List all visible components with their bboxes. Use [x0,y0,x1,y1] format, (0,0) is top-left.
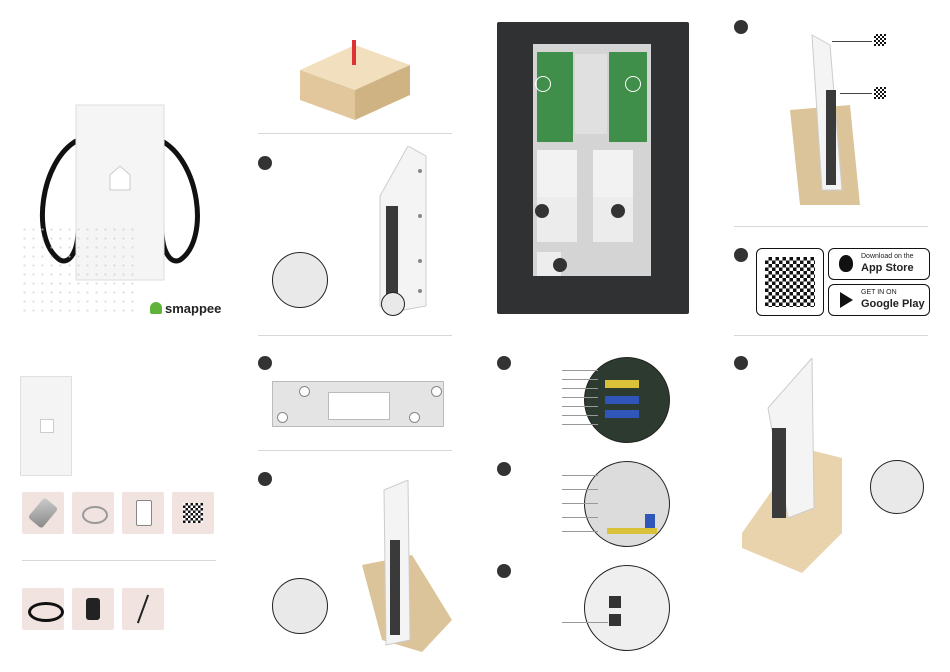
washers-icon [82,506,108,524]
rj45-port [609,596,621,608]
terminal-yellow-2 [607,528,657,534]
plate-hole [431,386,442,397]
qr-code-icon [183,503,203,523]
google-play-icon [840,292,853,308]
qr-code-icon [765,257,815,307]
meter-left [537,150,577,200]
anchor-bolt-thumb [22,492,64,534]
plate-window [328,392,390,420]
charger-on-wood-large-illustration [742,358,842,573]
plate-hole [299,386,310,397]
google-play-small-text: GET IN ON [861,289,897,296]
apple-icon [839,255,853,272]
callout-dot-e [553,258,567,272]
smappee-logo: smappee [150,300,221,316]
qr-label-1 [874,34,886,46]
house-icon [40,419,54,433]
sticker-thumb [122,492,164,534]
pcb-right [609,52,647,142]
charger-qr-view [790,30,860,205]
rj45-zoom [584,565,670,651]
gland-icon [86,598,100,620]
step-marker-2b [258,356,272,370]
charger-side-view [378,146,428,311]
step-marker-2a [258,156,272,170]
google-play-button[interactable]: GET IN ON Google Play [828,284,930,316]
callout-circle-a [535,76,551,92]
brand-name: smappee [165,301,221,316]
bracket-zoom-2a [272,252,328,308]
callout-circle-b [625,76,641,92]
bracket-zoom-4c [870,460,924,514]
smappee-logo-icon [150,302,162,314]
bracket-zoom-2c [272,578,328,634]
washers-thumb [72,492,114,534]
app-store-large-text: App Store [861,262,914,274]
charger-on-wood-illustration [362,480,452,652]
wood-block-illustration [300,25,410,120]
app-store-small-text: Download on the [861,253,914,260]
terminal-yellow [605,380,639,388]
callout-dot-d [611,204,625,218]
gland-thumb [72,588,114,630]
bracket-zoom-2a-small [381,292,405,316]
callout-dot-c [535,204,549,218]
wire-lines-1 [562,370,598,428]
wire-line-3 [562,622,608,623]
cable-tie-thumb [122,588,164,630]
charger-on-wood [362,480,452,652]
plate-hole [409,412,420,423]
sticker-icon [136,500,152,526]
qr-label-2 [874,87,886,99]
cable-icon [28,602,64,622]
step-marker-3c [497,564,511,578]
plate-hole [277,412,288,423]
dot-pattern [20,225,140,315]
terminal-blue-2 [605,410,639,418]
charger-front [20,376,72,476]
meter-right [593,150,633,200]
power-supply [575,54,607,134]
pcb-left [537,52,573,142]
step-marker-4b [734,248,748,262]
step-marker-3a [497,356,511,370]
cable-thumb [22,588,64,630]
charger-on-wood-large [742,358,842,573]
leader-line-2 [840,93,872,94]
step-marker-2c [258,472,272,486]
terminal-blue-3 [645,514,655,528]
charger-qr-illustration [790,30,860,205]
app-qr-code[interactable] [756,248,824,316]
app-store-button[interactable]: Download on the App Store [828,248,930,280]
google-play-large-text: Google Play [861,298,925,310]
qr-sticker-thumb [172,492,214,534]
electrical-cabinet-photo [497,22,689,314]
anchor-bolt-icon [28,497,59,528]
wire-lines-2 [562,475,598,535]
cable-tie-icon [137,595,149,624]
step-marker-4a [734,20,748,34]
breaker-right [593,197,633,242]
leader-line-1 [832,41,872,42]
charger-side-illustration [378,146,428,311]
rj45-port [609,614,621,626]
terminal-blue [605,396,639,404]
step-marker-3b [497,462,511,476]
mounting-plate [272,381,444,427]
wood-block-box [300,25,410,120]
